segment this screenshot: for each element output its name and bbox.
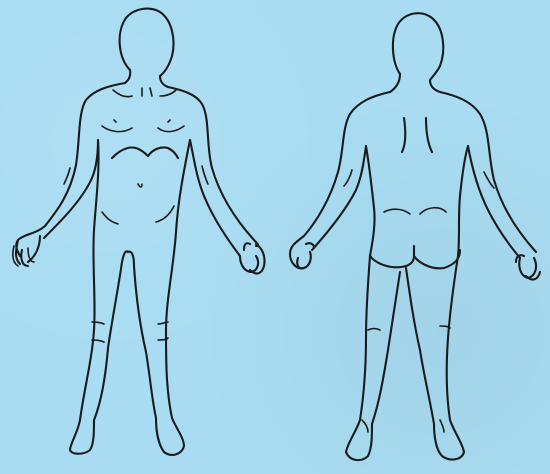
front-left-arm-inner [44,140,98,238]
front-left-outline [16,83,125,266]
back-neck-left [390,74,400,92]
front-right-arm-inner [190,140,240,256]
front-side-mark-left [64,168,70,184]
front-hip-crease-left [102,212,118,224]
front-right-hand [240,243,265,273]
front-sternum-notch [142,88,152,96]
front-hip-crease-right [156,206,174,222]
back-right-leg-outer [434,256,464,459]
back-spine-right [426,118,432,152]
back-head-outline [393,13,443,80]
front-right-outline [168,87,258,246]
front-clavicle-left [113,90,132,97]
back-right-hand [516,255,540,279]
back-right-leg-inner [406,268,434,424]
front-clavicle-right [160,90,176,96]
front-navel [138,184,142,187]
back-knee-right [440,326,450,328]
back-body-figure [290,13,540,460]
back-ankle-left [362,420,368,432]
back-left-outline [290,92,390,268]
front-knee-right-bottom [158,338,168,340]
back-neck-right [430,80,440,92]
front-nipple-right [168,120,170,122]
front-left-leg-inner [94,251,128,420]
back-ankle-right [440,420,444,432]
back-right-outline [440,92,536,252]
front-neck-right [160,76,168,87]
back-waist-crease-right [420,208,446,214]
back-knee-left [368,329,380,331]
front-left-torso [70,140,99,454]
front-head-outline [120,9,174,76]
back-left-leg-inner [372,272,400,424]
back-right-torso [458,146,468,256]
front-rib-line [112,147,178,158]
back-right-arm-inner [468,146,520,258]
front-pectoral-left [102,126,132,132]
front-right-torso [156,140,190,455]
front-right-leg-inner [128,252,156,418]
back-side-mark-left [344,170,352,186]
front-body-figure [13,9,265,455]
back-left-hand [297,243,314,268]
back-left-torso [366,146,375,256]
back-spine-left [402,118,405,152]
front-side-mark-right [202,166,208,184]
front-nipple-left [114,120,116,122]
front-pectoral-right [158,126,184,132]
front-neck-left [125,70,130,83]
back-waist-crease-left [384,209,410,214]
back-left-arm-inner [312,146,366,250]
